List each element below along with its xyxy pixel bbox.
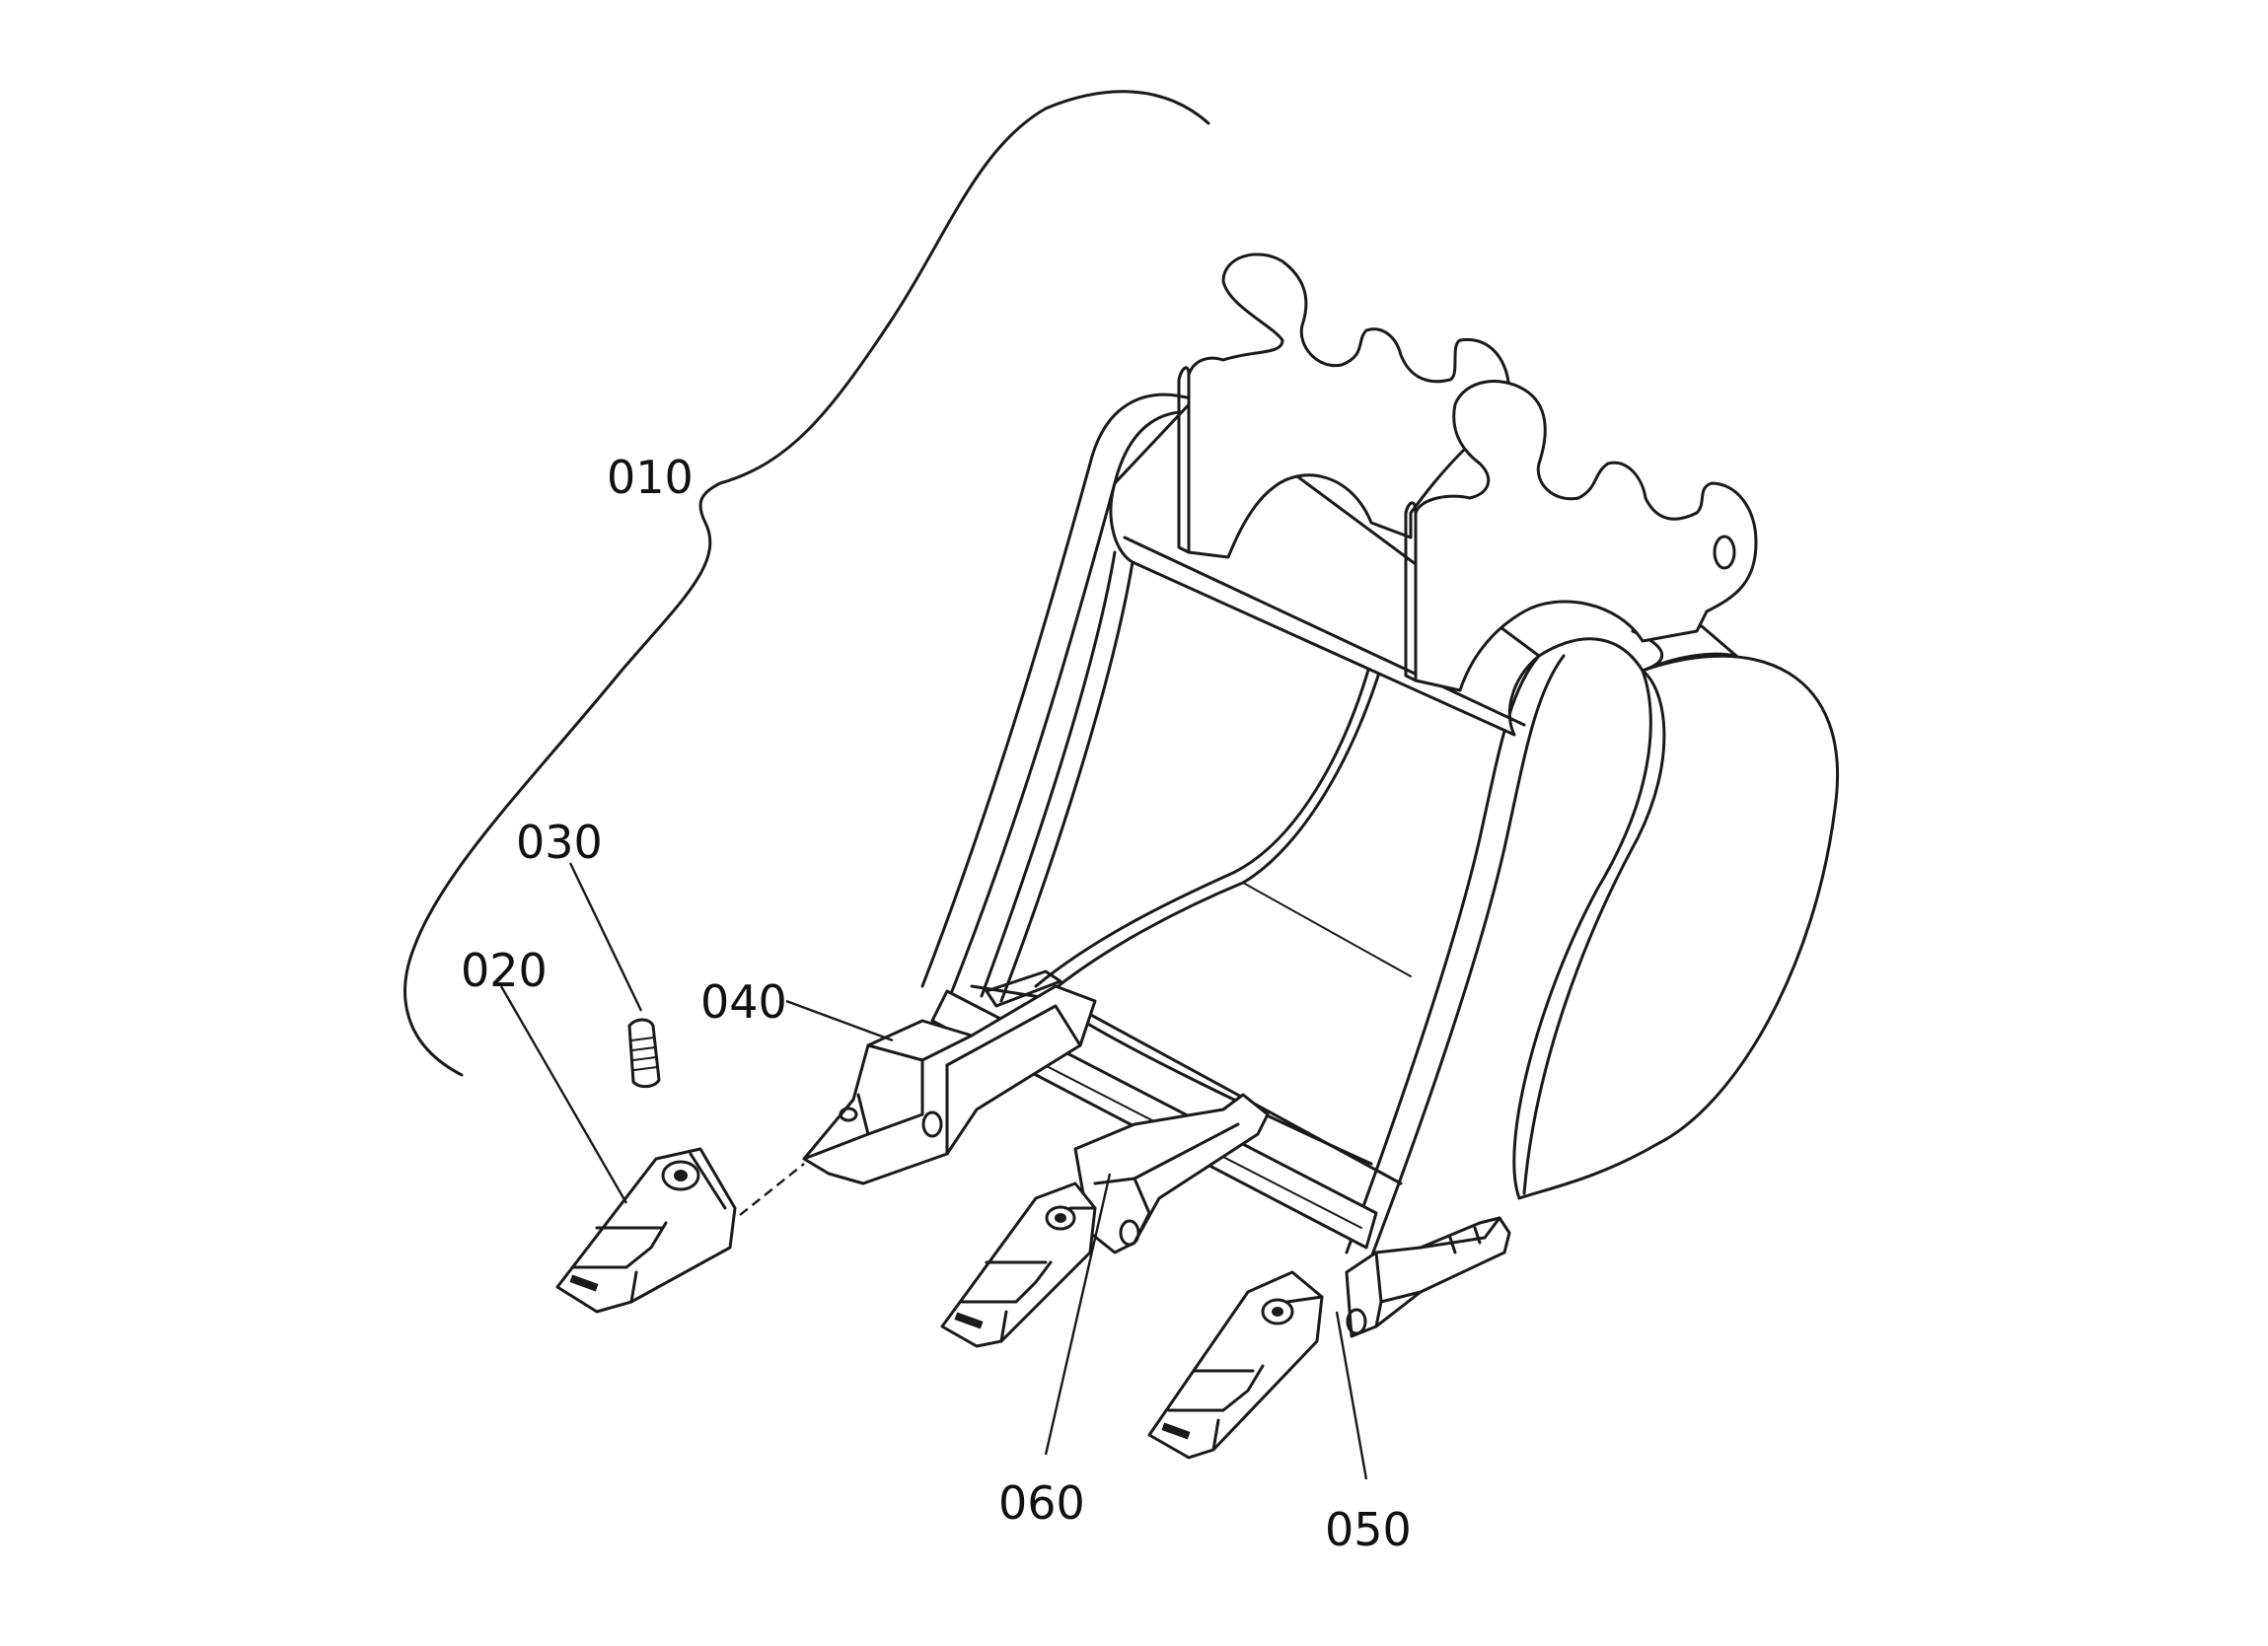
adapter-040 [802, 969, 1097, 1185]
callout-labels: 010 030 020 040 060 050 [461, 451, 1412, 1556]
tooth-020 [555, 1147, 737, 1314]
leader-050 [1335, 1311, 1368, 1480]
assembly-brace [403, 90, 1210, 1077]
leader-020 [499, 985, 628, 1204]
tooth-050-assembly [1147, 1216, 1511, 1460]
leader-lines [499, 862, 1368, 1480]
callout-050: 050 [1325, 1503, 1412, 1556]
leader-060 [1044, 1173, 1112, 1456]
callout-040: 040 [700, 975, 787, 1029]
callout-010: 010 [607, 451, 694, 504]
tooth-060-assembly [940, 1093, 1270, 1348]
leader-030 [568, 862, 643, 1012]
assembly-line [739, 1163, 805, 1216]
hitch-ears [1177, 252, 1758, 692]
leader-040 [785, 999, 894, 1042]
callout-020: 020 [461, 944, 548, 997]
callout-030: 030 [516, 816, 603, 869]
pin-030 [627, 1018, 661, 1089]
callout-060: 060 [998, 1476, 1085, 1530]
